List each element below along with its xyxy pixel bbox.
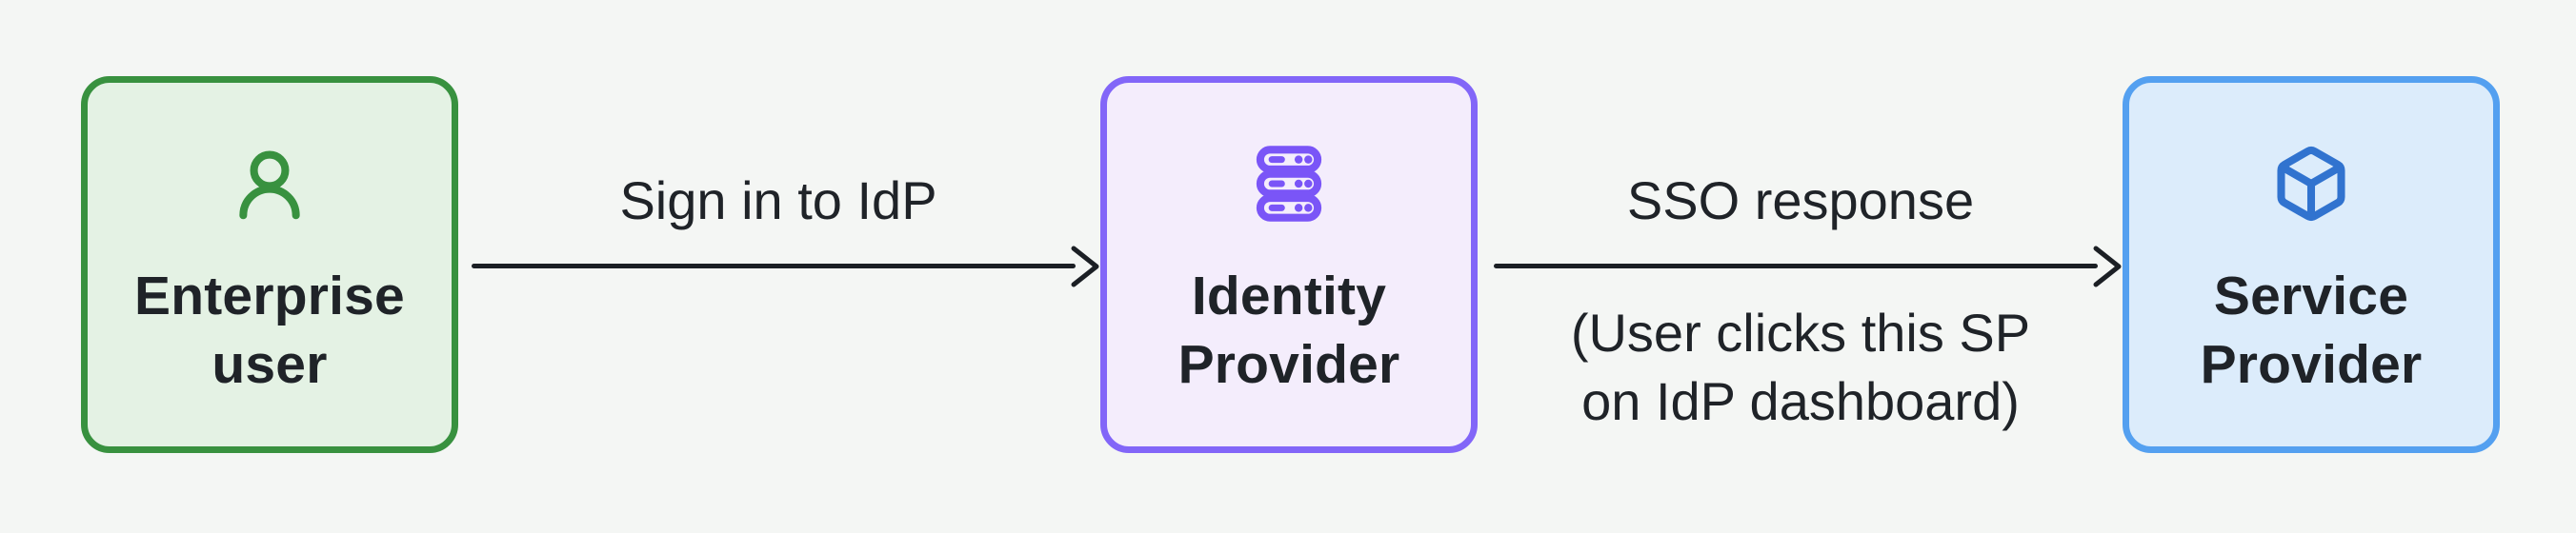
edge-label-sign-in: Sign in to IdP — [619, 170, 937, 230]
arrow-shaft — [1494, 264, 2098, 268]
node-enterprise-user: Enterprise user — [81, 76, 458, 453]
edge-sublabel-user-clicks-sp: (User clicks this SP on IdP dashboard) — [1570, 303, 2031, 431]
arrow-head-icon — [1057, 240, 1100, 293]
edge-sso-response: SSO response (User clicks this SP on IdP… — [1479, 0, 2123, 533]
box-icon — [2271, 144, 2351, 224]
edge-label-sso-response: SSO response — [1626, 170, 1975, 230]
arrow-shaft — [472, 264, 1076, 268]
user-icon — [230, 144, 310, 224]
node-identity-provider: Identity Provider — [1100, 76, 1478, 453]
node-service-provider: Service Provider — [2123, 76, 2500, 453]
node-label-enterprise-user: Enterprise user — [134, 266, 405, 395]
server-icon — [1249, 144, 1329, 224]
node-label-service-provider: Service Provider — [2200, 266, 2423, 395]
arrow-head-icon — [2079, 240, 2123, 293]
node-label-identity-provider: Identity Provider — [1177, 266, 1400, 395]
edge-sign-in-to-idp: Sign in to IdP — [456, 0, 1100, 533]
